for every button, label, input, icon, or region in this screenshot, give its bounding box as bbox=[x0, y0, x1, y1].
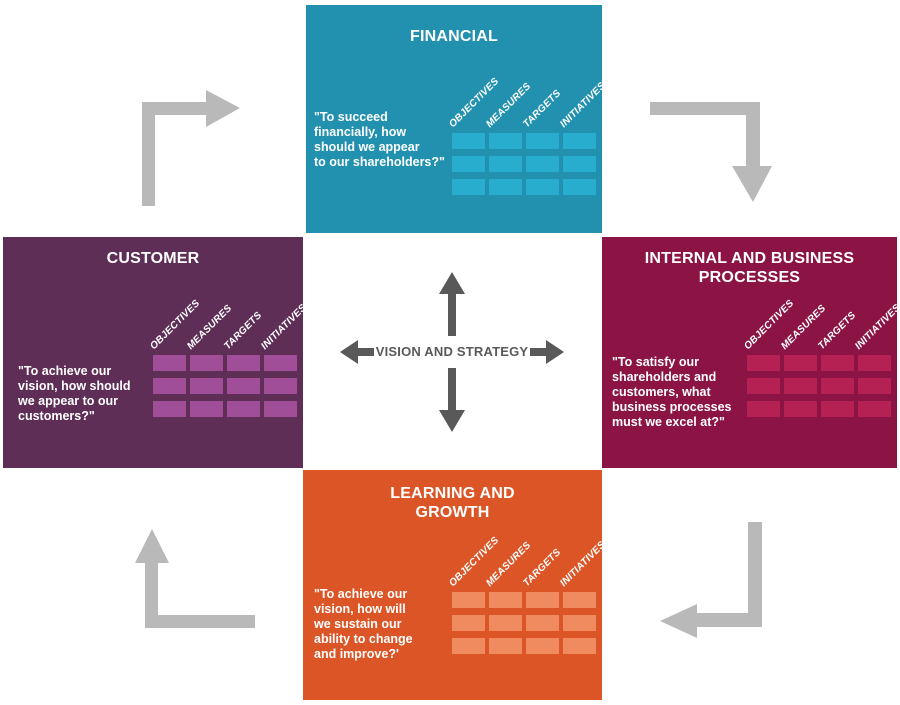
scorecard-grid bbox=[747, 355, 891, 417]
panel-title: LEARNING AND GROWTH bbox=[390, 485, 515, 521]
arrow-up-icon bbox=[439, 272, 465, 336]
panel-quote: "To achieve our vision, how should we ap… bbox=[18, 364, 131, 423]
table-cell bbox=[452, 133, 485, 149]
panel-title: FINANCIAL bbox=[409, 28, 498, 45]
table-cell bbox=[858, 401, 891, 417]
table-cell bbox=[489, 615, 522, 631]
table-cell bbox=[190, 378, 223, 394]
table-cell bbox=[784, 378, 817, 394]
table-cell bbox=[489, 156, 522, 172]
table-cell bbox=[821, 401, 854, 417]
table-cell bbox=[526, 179, 559, 195]
arrow-left-icon bbox=[340, 340, 374, 364]
table-cell bbox=[563, 592, 596, 608]
column-header-initiatives: INITIATIVES bbox=[259, 302, 309, 352]
table-cell bbox=[190, 355, 223, 371]
table-cell bbox=[526, 638, 559, 654]
table-cell bbox=[489, 133, 522, 149]
panel-title: INTERNAL AND BUSINESS PROCESSES bbox=[644, 250, 855, 286]
panel-financial: FINANCIAL "To succeed financially, how s… bbox=[306, 5, 608, 233]
flow-arrow-up-right-icon bbox=[142, 90, 240, 206]
panel-title: CUSTOMER bbox=[106, 250, 200, 267]
table-cell bbox=[190, 401, 223, 417]
table-cell bbox=[452, 179, 485, 195]
scorecard-grid bbox=[452, 592, 596, 654]
panel-internal-business-processes: INTERNAL AND BUSINESS PROCESSES "To sati… bbox=[602, 237, 900, 468]
table-cell bbox=[563, 156, 596, 172]
table-cell bbox=[821, 378, 854, 394]
table-cell bbox=[489, 179, 522, 195]
table-cell bbox=[227, 355, 260, 371]
table-cell bbox=[563, 638, 596, 654]
column-header-initiatives: INITIATIVES bbox=[853, 302, 900, 352]
table-cell bbox=[747, 355, 780, 371]
table-cell bbox=[858, 355, 891, 371]
table-cell bbox=[858, 378, 891, 394]
table-cell bbox=[153, 378, 186, 394]
table-cell bbox=[264, 401, 297, 417]
table-cell bbox=[489, 638, 522, 654]
column-header-initiatives: INITIATIVES bbox=[558, 80, 608, 130]
panel-learning-growth: LEARNING AND GROWTH "To achieve our visi… bbox=[303, 470, 608, 700]
table-cell bbox=[264, 378, 297, 394]
vision-strategy-cross: VISION AND STRATEGY bbox=[340, 272, 564, 432]
arrow-right-icon bbox=[530, 340, 564, 364]
table-cell bbox=[452, 615, 485, 631]
table-cell bbox=[784, 401, 817, 417]
panel-quote: "To satisfy our shareholders and custome… bbox=[612, 355, 732, 429]
table-cell bbox=[227, 378, 260, 394]
scorecard-table: OBJECTIVES MEASURES TARGETS INITIATIVES bbox=[447, 535, 608, 654]
arrow-down-icon bbox=[439, 368, 465, 432]
scorecard-table: OBJECTIVES MEASURES TARGETS INITIATIVES bbox=[148, 298, 309, 417]
table-cell bbox=[452, 638, 485, 654]
vision-strategy-label: VISION AND STRATEGY bbox=[376, 344, 529, 359]
table-cell bbox=[747, 378, 780, 394]
table-cell bbox=[526, 133, 559, 149]
scorecard-grid bbox=[153, 355, 297, 417]
table-cell bbox=[153, 401, 186, 417]
table-cell bbox=[784, 355, 817, 371]
table-cell bbox=[563, 179, 596, 195]
table-cell bbox=[747, 401, 780, 417]
table-cell bbox=[563, 133, 596, 149]
table-cell bbox=[153, 355, 186, 371]
panel-quote: "To achieve our vision, how will we sust… bbox=[314, 587, 413, 661]
panel-customer: CUSTOMER "To achieve our vision, how sho… bbox=[3, 237, 309, 468]
panel-quote: "To succeed financially, how should we a… bbox=[314, 110, 445, 169]
table-cell bbox=[526, 615, 559, 631]
table-cell bbox=[489, 592, 522, 608]
table-cell bbox=[563, 615, 596, 631]
scorecard-table: OBJECTIVES MEASURES TARGETS INITIATIVES bbox=[742, 298, 900, 417]
scorecard-table: OBJECTIVES MEASURES TARGETS INITIATIVES bbox=[447, 76, 608, 195]
table-cell bbox=[821, 355, 854, 371]
flow-arrow-down-left-icon bbox=[660, 522, 762, 638]
table-cell bbox=[526, 592, 559, 608]
flow-arrow-right-down-icon bbox=[650, 102, 772, 202]
column-header-initiatives: INITIATIVES bbox=[558, 539, 608, 589]
table-cell bbox=[452, 156, 485, 172]
table-cell bbox=[227, 401, 260, 417]
scorecard-grid bbox=[452, 133, 596, 195]
table-cell bbox=[526, 156, 559, 172]
table-cell bbox=[264, 355, 297, 371]
table-cell bbox=[452, 592, 485, 608]
flow-arrow-left-up-icon bbox=[135, 529, 255, 628]
